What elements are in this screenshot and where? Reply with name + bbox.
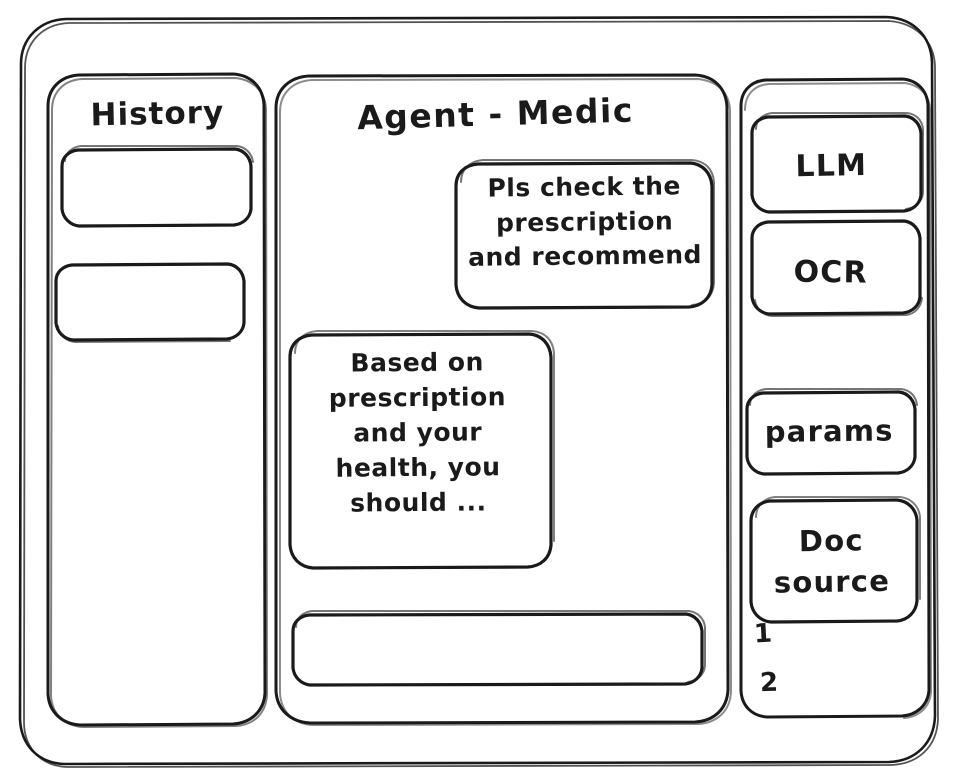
user-message-bubble: Pls check the prescription and recommend — [467, 171, 703, 272]
message-composer-input[interactable] — [293, 614, 703, 685]
doc-source-item-1[interactable]: 1 — [753, 618, 773, 650]
tool-button-params[interactable]: params — [764, 413, 894, 449]
history-item-1[interactable] — [62, 150, 252, 226]
tool-button-ocr[interactable]: OCR — [793, 254, 869, 291]
history-panel-title: History — [90, 94, 225, 134]
agent-message-bubble: Based on prescription and your health, y… — [328, 347, 507, 518]
tool-button-llm[interactable]: LLM — [795, 147, 868, 185]
doc-source-item-2[interactable]: 2 — [759, 667, 779, 699]
history-item-2[interactable] — [56, 265, 245, 340]
agent-panel-title: Agent - Medic — [356, 90, 635, 138]
tool-button-doc-source[interactable]: Doc source — [773, 523, 891, 600]
